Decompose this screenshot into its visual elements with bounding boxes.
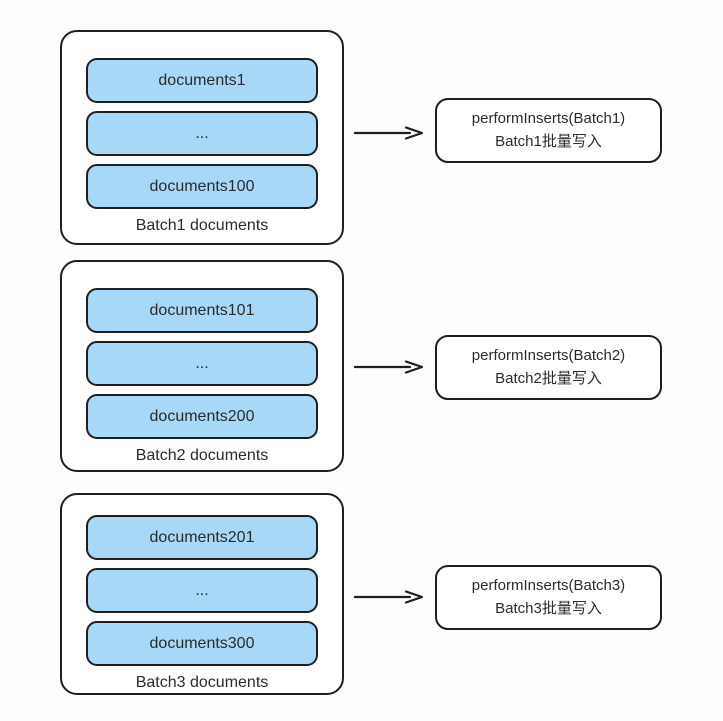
perform-inserts-box-batch2: performInserts(Batch2) Batch2批量写入 [435,335,662,400]
document-pill-ellipsis: ... [86,568,318,613]
document-pill-label: documents201 [149,528,255,546]
batch3-group-box: documents201 ... documents300 Batch3 doc… [60,493,344,695]
flow-arrow-icon [353,126,424,140]
action-desc-text: Batch3批量写入 [495,599,602,617]
document-pill-label: documents200 [149,407,255,425]
batch2-group-box: documents101 ... documents200 Batch2 doc… [60,260,344,472]
batch1-group-box: documents1 ... documents100 Batch1 docum… [60,30,344,245]
batch1-caption: Batch1 documents [135,217,269,234]
batch3-caption: Batch3 documents [135,674,269,691]
batch2-caption: Batch2 documents [135,447,269,464]
flow-arrow-icon [353,360,424,374]
action-desc-text: Batch1批量写入 [495,132,602,150]
perform-inserts-box-batch3: performInserts(Batch3) Batch3批量写入 [435,565,662,630]
document-pill: documents200 [86,394,318,439]
document-pill-ellipsis: ... [86,111,318,156]
action-call-text: performInserts(Batch2) [471,347,626,364]
document-pill-label: documents101 [149,301,255,319]
document-pill: documents300 [86,621,318,666]
document-pill: documents1 [86,58,318,103]
document-pill-label: documents1 [158,71,246,89]
document-pill: documents100 [86,164,318,209]
document-pill-ellipsis: ... [86,341,318,386]
perform-inserts-box-batch1: performInserts(Batch1) Batch1批量写入 [435,98,662,163]
flow-arrow-icon [353,590,424,604]
document-pill-label: documents300 [149,634,255,652]
document-pill: documents101 [86,288,318,333]
document-pill-label: ... [195,124,209,142]
document-pill: documents201 [86,515,318,560]
action-desc-text: Batch2批量写入 [495,369,602,387]
action-call-text: performInserts(Batch1) [471,110,626,127]
document-pill-label: ... [195,354,209,372]
action-call-text: performInserts(Batch3) [471,577,626,594]
document-pill-label: documents100 [149,177,255,195]
document-pill-label: ... [195,581,209,599]
